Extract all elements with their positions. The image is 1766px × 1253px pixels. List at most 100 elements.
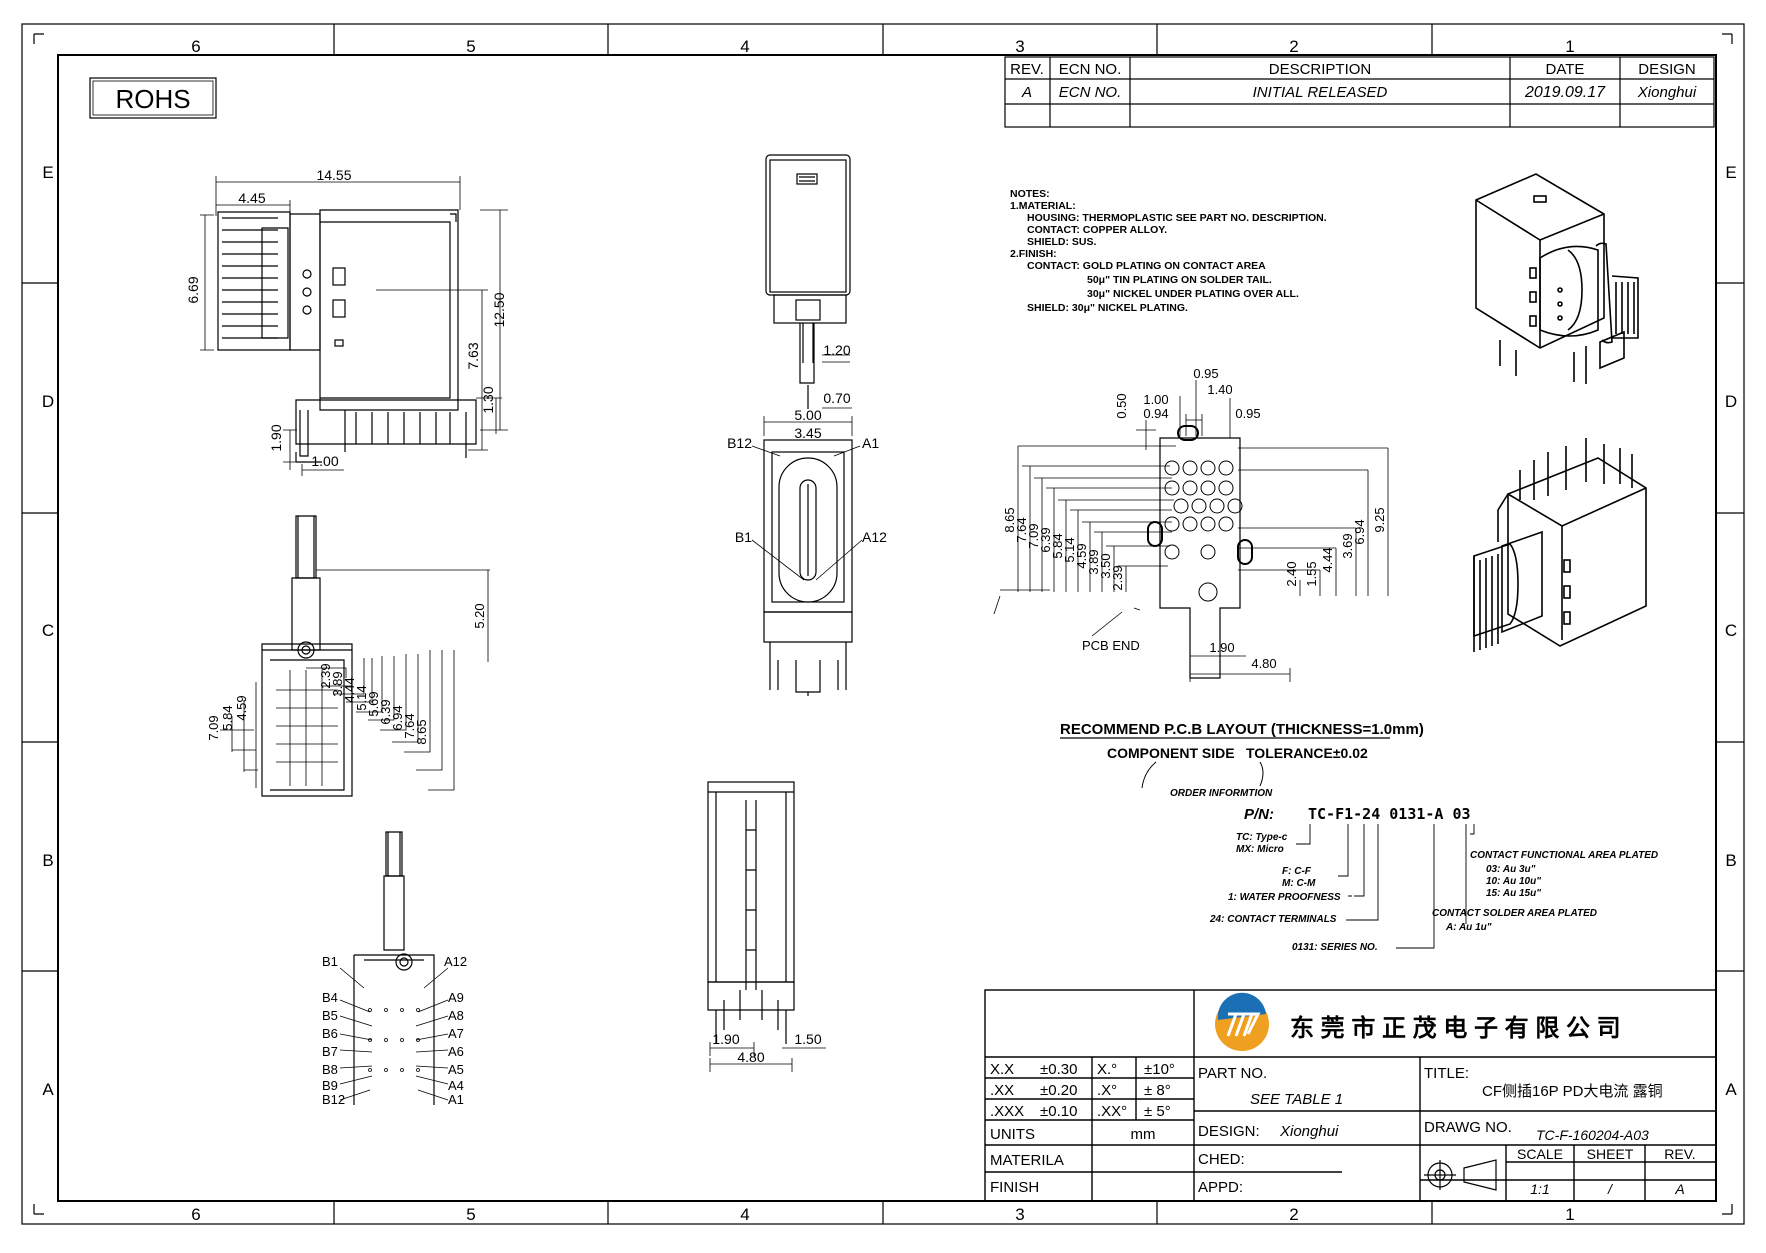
col-label: 1	[1565, 37, 1574, 56]
dim-1-90: 1.90	[268, 424, 284, 451]
row-label: C	[1725, 621, 1737, 640]
pcb-dim-7-09: 7.09	[1026, 523, 1041, 548]
tol-angle3-value: ± 5°	[1144, 1103, 1171, 1120]
tol-angle2-value: ± 8°	[1144, 1082, 1171, 1099]
pin-label-a1: A1	[448, 1092, 464, 1107]
row-label: E	[42, 163, 53, 182]
ecn-header: ECN NO.	[1059, 61, 1122, 78]
pin-label-b8: B8	[322, 1062, 338, 1077]
dim-1-50: 1.50	[794, 1031, 821, 1047]
design-value: Xionghui	[1637, 84, 1697, 101]
cs-a: A: Au 1u"	[1445, 922, 1492, 933]
pin-label-a5: A5	[448, 1062, 464, 1077]
notes-line: SHIELD: SUS.	[1027, 236, 1097, 248]
tol-angle-value: ±10°	[1144, 1061, 1175, 1078]
design-value: Xionghui	[1279, 1123, 1339, 1140]
pcb-dim-1-55: 1.55	[1304, 561, 1319, 586]
pin-label-a6: A6	[448, 1044, 464, 1059]
pcb-dim-4-59: 4.59	[1074, 543, 1089, 568]
revision-table: REV. ECN NO. DESCRIPTION DATE DESIGN A E…	[1004, 56, 1715, 128]
dim-2-39: 2.39	[318, 663, 333, 688]
notes-line: HOUSING: THERMOPLASTIC SEE PART NO. DESC…	[1027, 212, 1327, 224]
front-view: 1.20 0.70 5.00 3.45 B12 A1 B1 A12	[727, 154, 887, 696]
cf-15: 15: Au 15u"	[1486, 888, 1541, 899]
row-label: E	[1725, 163, 1736, 182]
company-logo	[1215, 992, 1269, 1051]
series-label: 0131: SERIES NO.	[1292, 942, 1378, 953]
col-label: 4	[740, 37, 749, 56]
dim-0-70: 0.70	[823, 390, 850, 406]
row-label: D	[1725, 392, 1737, 411]
notes-line: 2.FINISH:	[1010, 248, 1057, 260]
dim-6-39: 6.39	[378, 699, 393, 724]
tol-xxx-label: .XX	[990, 1082, 1014, 1099]
col-label: 4	[740, 1205, 749, 1224]
dim-7-09: 7.09	[206, 715, 221, 740]
pcb-dim-6-94: 6.94	[1352, 519, 1367, 544]
pcb-layout-title: RECOMMEND P.C.B LAYOUT (THICKNESS=1.0mm)	[1060, 721, 1424, 738]
dim-4-44: 4.44	[342, 677, 357, 702]
dim-8-65: 8.65	[414, 719, 429, 744]
pcb-dim-3-50: 3.50	[1098, 553, 1113, 578]
part-no-value: SEE TABLE 1	[1250, 1091, 1343, 1108]
pin-label-b9: B9	[322, 1078, 338, 1093]
rohs-text: ROHS	[115, 84, 190, 114]
drawg-label: DRAWG NO.	[1424, 1119, 1512, 1136]
sheet-label: SHEET	[1587, 1146, 1634, 1162]
pin-a1: A1	[862, 435, 879, 451]
drawg-value: TC-F-160204-A03	[1536, 1127, 1649, 1143]
col-label: 2	[1289, 37, 1298, 56]
pcb-dim-6-39: 6.39	[1038, 527, 1053, 552]
pcb-dim-4-44: 4.44	[1320, 547, 1335, 572]
col-label: 5	[466, 37, 475, 56]
cf-03: 03: Au 3u"	[1486, 864, 1536, 875]
dim-6-69: 6.69	[185, 276, 201, 303]
dim-5-14: 5.14	[354, 685, 369, 710]
scale-label: SCALE	[1517, 1146, 1563, 1162]
notes-line: 1.MATERIAL:	[1010, 200, 1076, 212]
pin-label-b5: B5	[322, 1008, 338, 1023]
side-view: 14.55 4.45 6.69 12.50 7.63 1.30 1.90 1.0…	[185, 167, 508, 476]
outer-frame	[21, 23, 1745, 1225]
rev-label: REV.	[1664, 1146, 1695, 1162]
col-label: 3	[1015, 37, 1024, 56]
contacts-label: 24: CONTACT TERMINALS	[1209, 914, 1337, 925]
order-heading: ORDER INFORMTION	[1170, 788, 1273, 799]
dim-4-59: 4.59	[234, 695, 249, 720]
part-no-label: PART NO.	[1198, 1065, 1267, 1082]
sheet-value: /	[1607, 1181, 1614, 1197]
dim-1-30: 1.30	[480, 386, 496, 413]
pin-label-b4: B4	[322, 990, 338, 1005]
pcb-layout: 0.95 1.40 1.00 0.94 0.95 0.50 8.65 7.64 …	[993, 366, 1424, 789]
dim-1-90: 1.90	[712, 1031, 739, 1047]
dim-5-20: 5.20	[472, 603, 487, 628]
dim-14-55: 14.55	[316, 167, 351, 183]
dim-5-84: 5.84	[220, 705, 235, 730]
pcb-dim-0-50: 0.50	[1114, 393, 1129, 418]
pin-label-b6: B6	[322, 1026, 338, 1041]
rear-view: 1.90 4.80 1.50	[707, 781, 826, 1072]
title-value: CF侧插16P PD大电流 露铜	[1482, 1083, 1663, 1100]
water-label: 1: WATER PROOFNESS	[1228, 892, 1341, 903]
pcb-dim-9-25: 9.25	[1372, 507, 1387, 532]
pin-label-a12: A12	[444, 954, 467, 969]
pcb-dim-2-39: 2.39	[1110, 565, 1125, 590]
projection-symbol-icon	[1424, 1159, 1497, 1191]
description-header: DESCRIPTION	[1269, 61, 1372, 78]
col-label: 5	[466, 1205, 475, 1224]
col-label: 2	[1289, 1205, 1298, 1224]
pcb-dim-5-84: 5.84	[1050, 533, 1065, 558]
units-label: UNITS	[990, 1126, 1035, 1143]
tol-xx-value: ±0.30	[1040, 1061, 1077, 1078]
pcb-dim-1-90: 1.90	[1209, 640, 1234, 655]
dim-12-50: 12.50	[491, 292, 507, 327]
title-block-text: 东 莞 市 正 茂 电 子 有 限 公 司 X.X ±0.30 X.° ±10°…	[990, 1014, 1696, 1197]
tolerance: TOLERANCE±0.02	[1246, 745, 1368, 761]
pcb-end-label: PCB END	[1082, 638, 1140, 653]
notes-line: NOTES:	[1010, 188, 1050, 200]
pcb-dim-8-65: 8.65	[1002, 507, 1017, 532]
notes-block: NOTES: 1.MATERIAL: HOUSING: THERMOPLASTI…	[1010, 188, 1327, 314]
pin-label-a9: A9	[448, 990, 464, 1005]
dim-4-45: 4.45	[238, 190, 265, 206]
